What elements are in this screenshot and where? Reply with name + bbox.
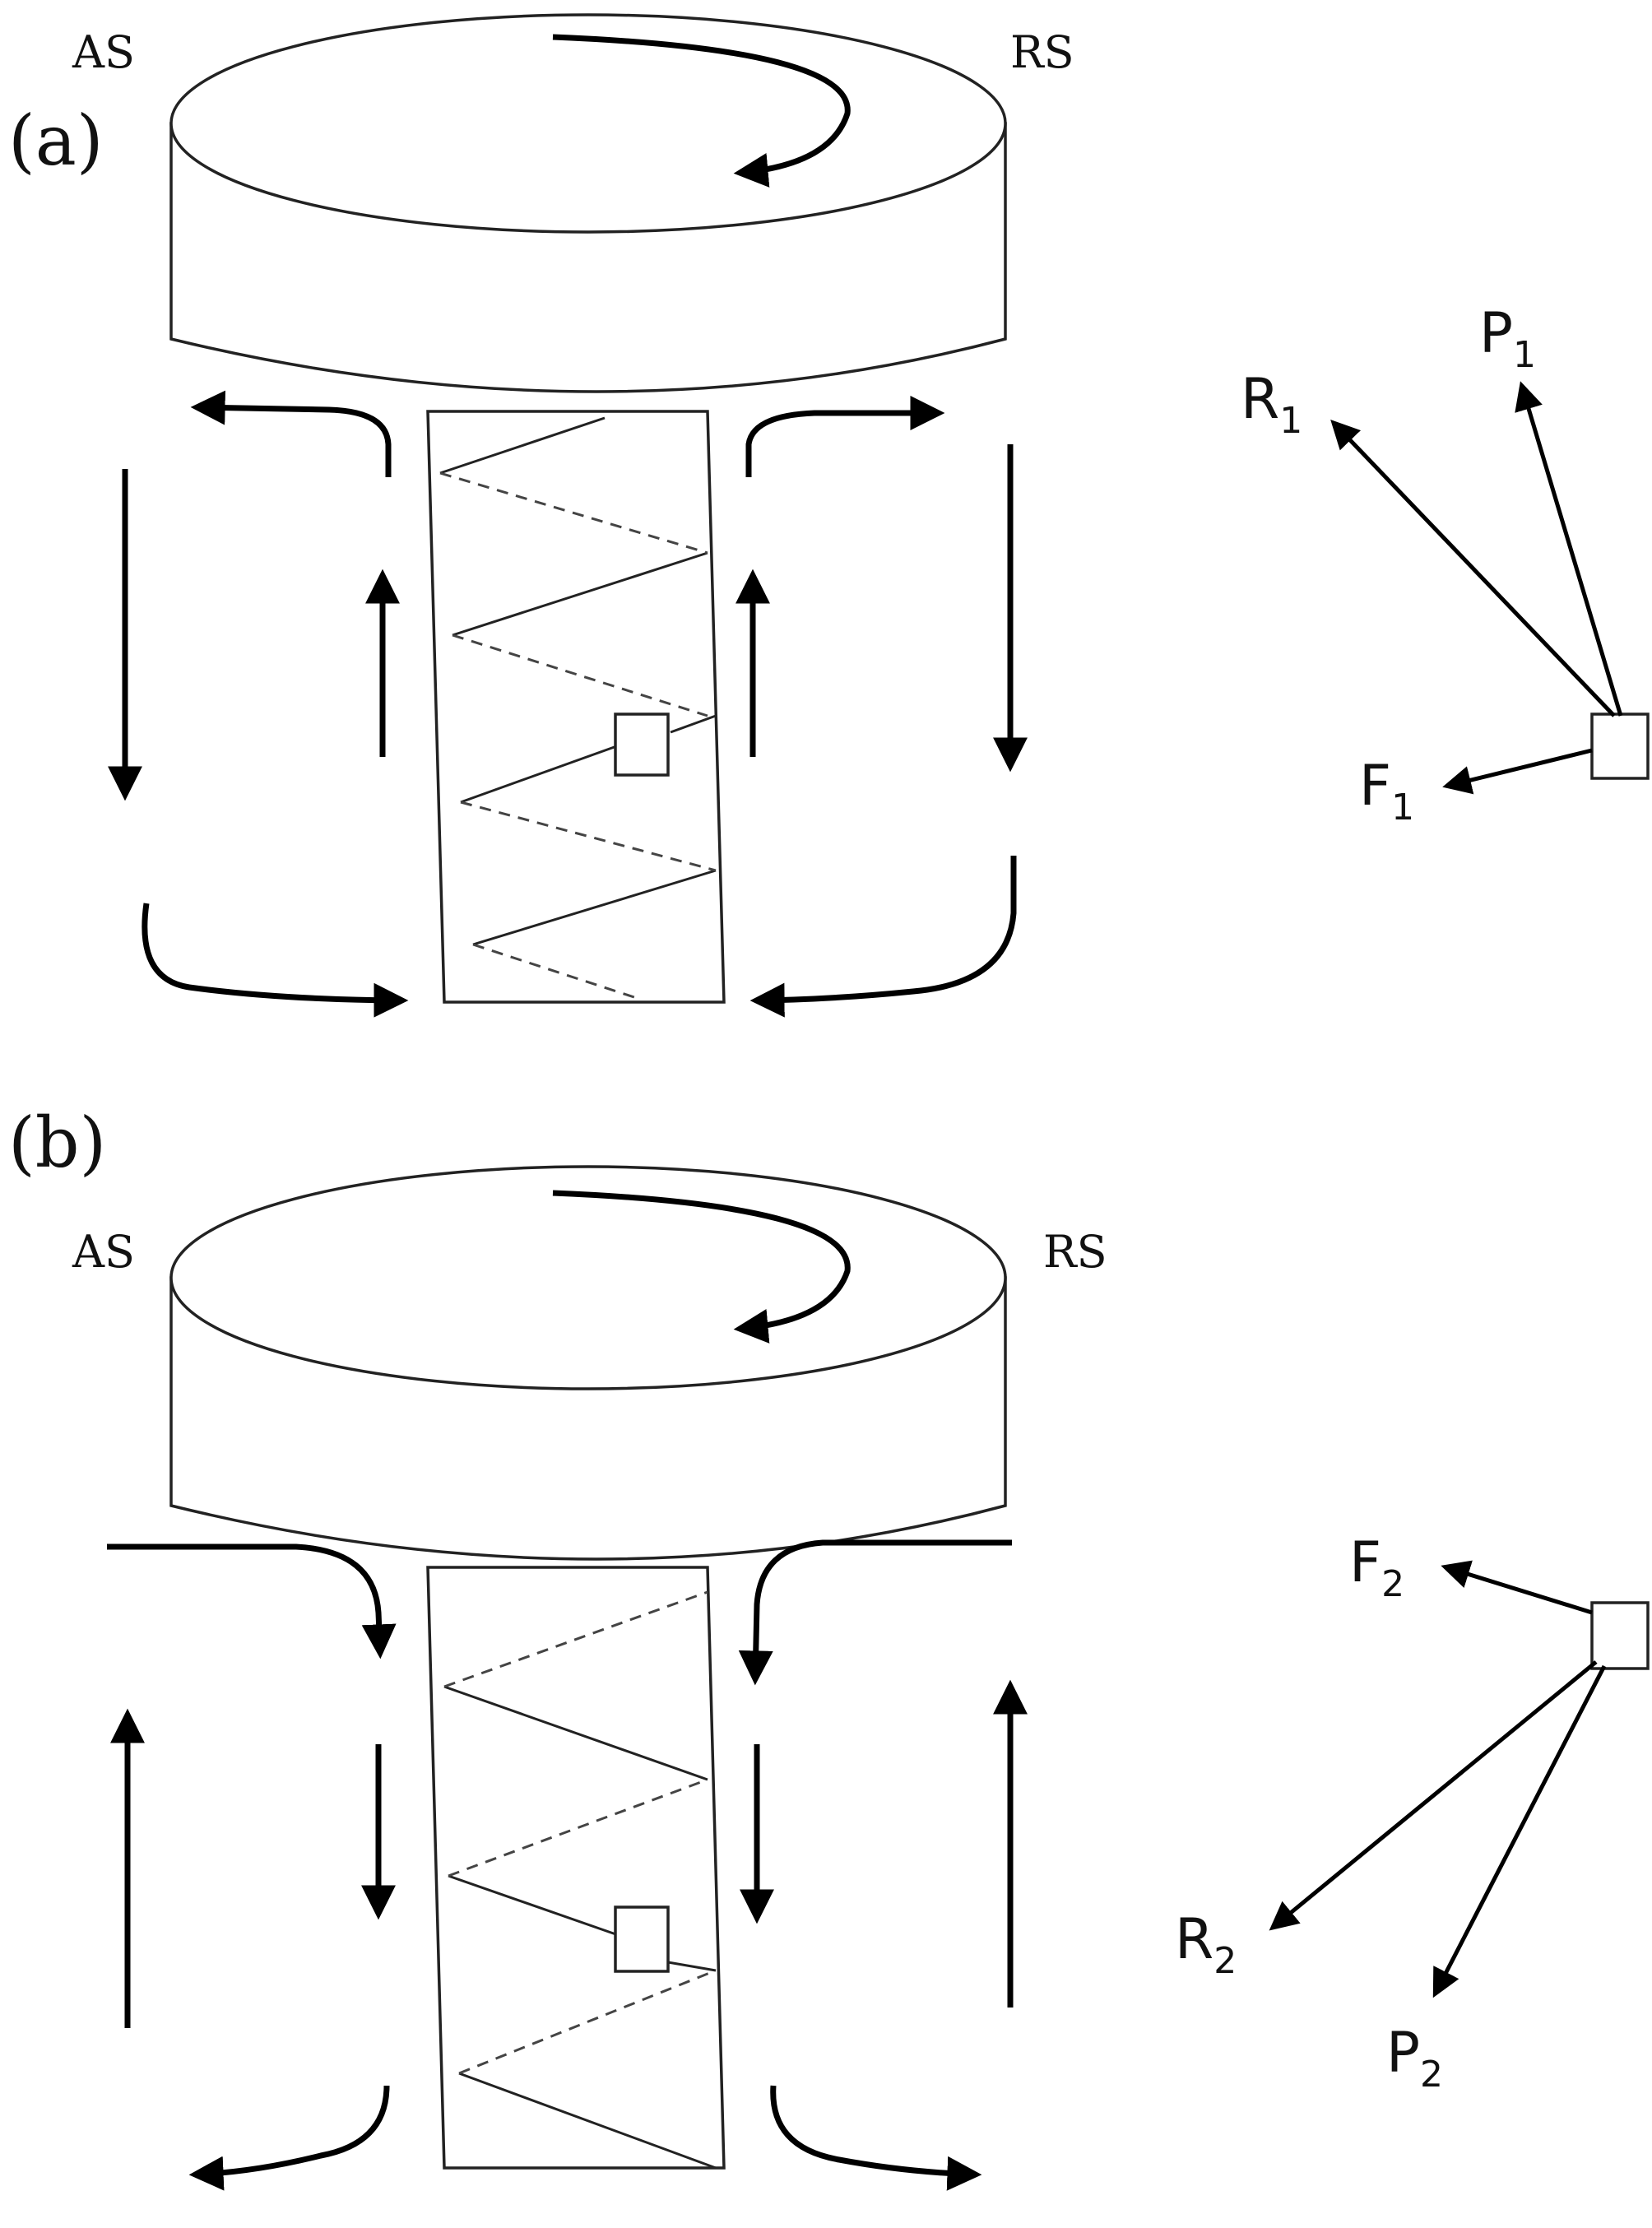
- panel-b-label: (b): [8, 1102, 106, 1183]
- panel-b-flow-arrow: [738, 1539, 1012, 1686]
- panel-b-r-label: R2: [1175, 1907, 1237, 1982]
- panel-a-pin: [426, 410, 726, 1004]
- panel-b-pin: [426, 1566, 726, 2170]
- panel-a-force-diagram: R1 P1 F1: [1241, 301, 1650, 829]
- panel-a-f-label: F1: [1359, 754, 1414, 829]
- panel-a-f-vector: [1442, 748, 1593, 795]
- panel-a: (a) AS RS: [8, 13, 1650, 1018]
- panel-a-p-label: P1: [1479, 301, 1536, 376]
- panel-a-flow-arrow: [190, 390, 392, 477]
- panel-a-rotation-arrow: [552, 34, 851, 188]
- panel-a-flow-arrow: [745, 396, 945, 477]
- panel-a-label: (a): [8, 100, 104, 181]
- panel-a-flow-arrow: [142, 903, 409, 1018]
- panel-a-advancing-side-label: AS: [72, 26, 135, 78]
- panel-b: (b) AS RS: [8, 1102, 1650, 2191]
- panel-b-p-vector: [1432, 1664, 1607, 1998]
- panel-b-rotation-arrow: [552, 1190, 851, 1344]
- panel-a-flow-arrows: [108, 390, 1028, 1018]
- panel-a-r-label: R1: [1241, 367, 1302, 442]
- panel-a-flow-arrow: [749, 856, 1017, 1018]
- panel-a-retreating-side-label: RS: [1010, 26, 1074, 78]
- panel-b-force-element: [1590, 1601, 1650, 1670]
- panel-b-flow-arrow: [188, 2085, 390, 2191]
- panel-a-p-vector: [1515, 381, 1623, 717]
- panel-b-force-diagram: F2 R2 P2: [1175, 1530, 1650, 2096]
- panel-b-advancing-side-label: AS: [72, 1226, 135, 1278]
- panel-b-material-element: [614, 1905, 670, 1973]
- panel-b-r-vector: [1269, 1660, 1598, 1931]
- panel-a-r-vector: [1330, 419, 1616, 717]
- panel-a-force-element: [1590, 712, 1650, 780]
- panel-a-shoulder: [169, 13, 1007, 393]
- panel-b-f-label: F2: [1349, 1530, 1404, 1605]
- panel-a-material-element: [614, 712, 670, 777]
- panel-b-p-label: P2: [1386, 2021, 1443, 2096]
- panel-b-retreating-side-label: RS: [1043, 1226, 1107, 1278]
- panel-b-f-vector: [1441, 1560, 1593, 1615]
- panel-b-shoulder: [169, 1165, 1007, 1561]
- panel-b-flow-arrow: [107, 1543, 397, 1659]
- panel-b-flow-arrow: [770, 2085, 982, 2191]
- panel-b-flow-arrows: [107, 1539, 1028, 2191]
